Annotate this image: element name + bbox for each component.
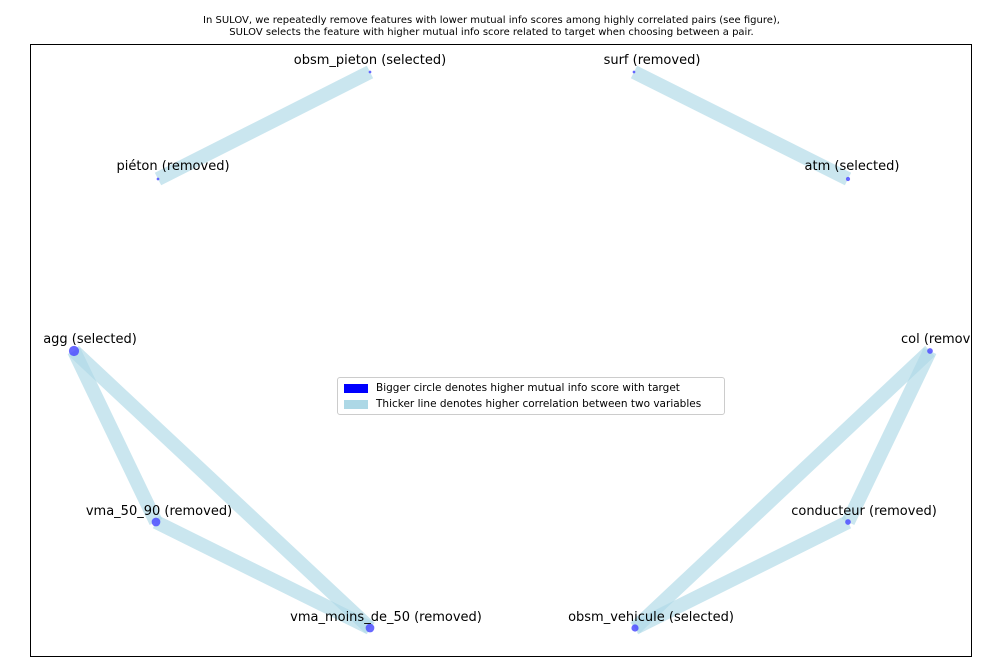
legend-swatch-line: [344, 399, 368, 409]
node-label-obsm_pieton: obsm_pieton (selected): [294, 53, 446, 68]
node-atm: [845, 176, 851, 182]
plot-area: obsm_pieton (selected) surf (removed) piét…: [30, 44, 972, 657]
figure-title-line-1: In SULOV, we repeatedly remove features …: [203, 15, 780, 26]
node-label-conducteur: conducteur (removed): [791, 504, 937, 519]
edge-surf-atm: [630, 65, 852, 186]
node-label-agg: agg (selected): [43, 332, 137, 347]
node-agg: [68, 345, 80, 357]
node-surf: [632, 70, 636, 74]
nodes-layer: [68, 70, 933, 633]
edge-conducteur-obsm_vehicule: [631, 515, 852, 635]
legend: Bigger circle denotes higher mutual info…: [337, 377, 725, 415]
legend-swatch-circle: [344, 383, 368, 393]
node-label-col: col (removed): [901, 332, 972, 347]
node-obsm_pieton: [368, 70, 372, 74]
edge-col-obsm_vehicule: [630, 345, 935, 634]
network-graph: obsm_pieton (selected) surf (removed) piét…: [43, 53, 972, 635]
node-col: [927, 348, 933, 354]
edges-layer: [67, 65, 937, 635]
node-obsm_vehicule: [631, 624, 639, 632]
node-label-surf: surf (removed): [604, 53, 701, 68]
node-label-atm: atm (selected): [805, 159, 900, 174]
node-label-vma_moins_de_50: vma_moins_de_50 (removed): [290, 610, 482, 625]
node-conducteur: [845, 519, 851, 525]
legend-label-circle: Bigger circle denotes higher mutual info…: [376, 382, 680, 394]
node-label-obsm_vehicule: obsm_vehicule (selected): [568, 610, 734, 625]
figure-title-line-2: SULOV selects the feature with higher mu…: [229, 27, 754, 38]
legend-entry-line: Thicker line denotes higher correlation …: [344, 397, 701, 411]
node-pieton: [156, 177, 160, 181]
legend-label-line: Thicker line denotes higher correlation …: [376, 398, 702, 410]
node-vma_moins_de_50: [365, 623, 375, 633]
node-label-pieton: piéton (removed): [116, 159, 229, 174]
edge-col-conducteur: [841, 347, 937, 526]
labels-layer: obsm_pieton (selected) surf (removed) piét…: [43, 53, 972, 625]
edge-agg-vma_moins_de_50: [69, 345, 375, 634]
edge-vma_50_90-vma_moins_de_50: [152, 515, 374, 635]
legend-entry-circle: Bigger circle denotes higher mutual info…: [344, 381, 680, 395]
node-label-vma_50_90: vma_50_90 (removed): [86, 504, 232, 519]
edge-agg-vma_50_90: [67, 347, 163, 526]
edge-obsm_pieton-pieton: [154, 65, 374, 186]
node-vma_50_90: [151, 517, 161, 527]
